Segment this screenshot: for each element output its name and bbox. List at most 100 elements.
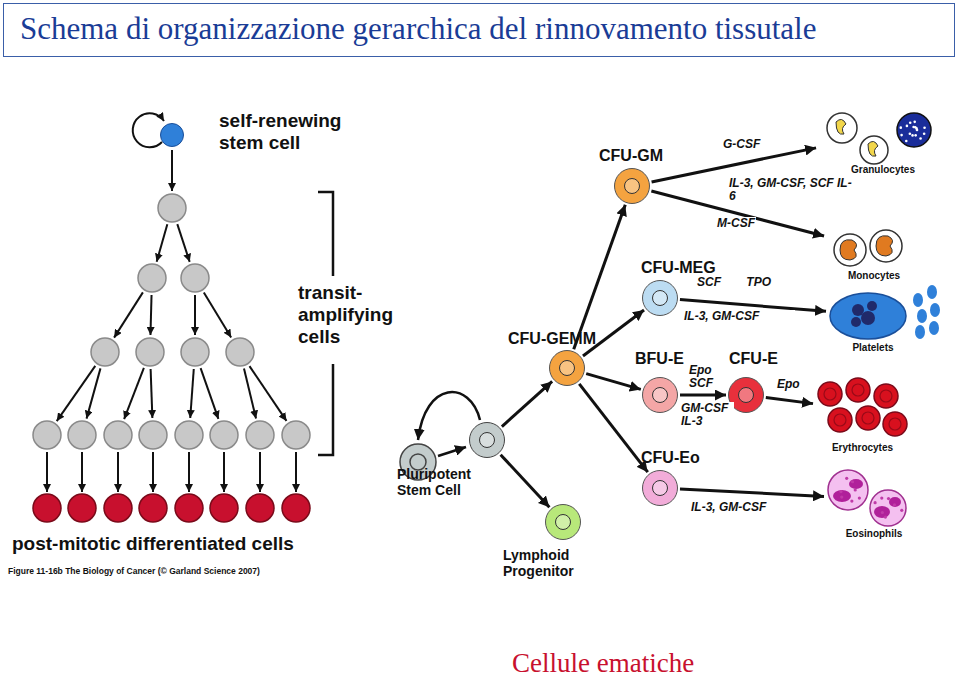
progenitor-cell: CFU-GM [614, 168, 650, 204]
granule [884, 515, 887, 518]
drawing-path [840, 240, 857, 260]
cell-nucleus [652, 480, 668, 496]
differentiated-cell [139, 494, 167, 522]
hierarchy-arrow [117, 452, 119, 492]
progenitor-cell: CFU-Eo [642, 470, 678, 506]
granule [887, 497, 890, 500]
hierarchy-arrow [204, 293, 231, 338]
erythrocyte-center [880, 390, 892, 402]
node-label: CFU-GM [599, 147, 689, 165]
self-renewal-arrow [133, 113, 164, 147]
cytokine-label: IL-3, GM-CSF [683, 310, 795, 323]
drawing-ellipse [874, 506, 890, 518]
hierarchy-arrow [114, 292, 143, 337]
cell-nucleus [738, 387, 754, 403]
hierarchy-arrow [87, 368, 101, 418]
blood-cell-group: Monocytes [826, 228, 922, 270]
erythrocyte [874, 384, 898, 408]
transit-cell [175, 421, 203, 449]
hierarchy-arrow [250, 366, 287, 421]
progenitor-cell: CFU-GEMM [549, 350, 585, 386]
transit-cell [33, 421, 61, 449]
transit-cell [158, 194, 186, 222]
transit-cell [104, 421, 132, 449]
tissue-hierarchy [33, 150, 310, 522]
differentiation-arrow [579, 384, 647, 472]
progenitor-cell: Lymphoid Progenitor [545, 504, 581, 540]
cytokine-label: Epo [776, 378, 801, 391]
cell-nucleus [479, 432, 495, 448]
transit-cell [210, 421, 238, 449]
cytokine-label: Epo SCF [688, 364, 722, 390]
hierarchy-arrow [244, 369, 256, 419]
cell-nucleus [555, 514, 571, 530]
cell-nucleus [652, 290, 668, 306]
hierarchy-arrow [151, 369, 153, 418]
hierarchy-arrow [152, 452, 154, 492]
drawing-path [438, 447, 466, 456]
granule [850, 499, 853, 502]
differentiation-arrow [766, 398, 813, 404]
node-label: BFU-E [635, 350, 695, 368]
drawing-ellipse [930, 303, 940, 317]
drawing-ellipse [833, 490, 851, 502]
drawing-ellipse [927, 285, 937, 299]
hierarchy-arrow [194, 295, 196, 335]
granule [919, 137, 922, 140]
blood-cell-group: Granulocytes [818, 106, 948, 162]
drawing-circle [834, 234, 866, 266]
hierarchy-arrow [223, 452, 225, 492]
drawing-ellipse [913, 293, 923, 307]
node-label: CFU-E [729, 350, 799, 368]
granule [909, 132, 912, 135]
drawing-path [318, 364, 333, 455]
transit-cell [226, 338, 254, 366]
node-label: CFU-MEG [641, 259, 741, 277]
cytokine-label: G-CSF [722, 138, 761, 151]
node-label: self-renewing stem cell [219, 110, 379, 154]
node-label: Eosinophils [826, 528, 922, 540]
cytokine-label: IL-3, GM-CSF, SCF IL-6 [728, 177, 855, 203]
drawing-ellipse [889, 497, 901, 507]
granule [854, 488, 857, 491]
node-label: Monocytes [826, 270, 922, 282]
drawing-circle [828, 470, 868, 510]
granule [912, 126, 915, 129]
erythrocyte-center [834, 414, 846, 426]
differentiated-cell [33, 494, 61, 522]
transit-cell [139, 421, 167, 449]
hierarchy-arrow [177, 224, 189, 262]
node-label: CFU-GEMM [508, 330, 618, 348]
erythrocyte-center [824, 388, 836, 400]
drawing-circle [851, 317, 861, 327]
drawing-circle [897, 113, 931, 147]
cytokine-label: IL-3, GM-CSF [690, 501, 767, 514]
drawing-g [839, 477, 903, 519]
drawing-g [900, 121, 926, 143]
granule [905, 140, 908, 143]
drawing-ellipse [915, 325, 925, 339]
hierarchy-arrow [81, 452, 83, 492]
megakaryocyte-platelets [830, 285, 940, 339]
erythrocyte-center [852, 384, 864, 396]
granule [874, 501, 877, 504]
hierarchy-arrow [295, 452, 297, 492]
transit-cell [68, 421, 96, 449]
hierarchy-arrow [171, 150, 173, 191]
hierarchy-arrow [46, 452, 48, 492]
granule [900, 134, 903, 137]
blood-cell-group: Platelets [828, 290, 942, 342]
erythrocyte-center [889, 418, 901, 430]
differentiated-cell [210, 494, 238, 522]
caption-text: Cellule ematiche [512, 648, 694, 679]
progenitor-cell: CFU-MEG [642, 280, 678, 316]
cytokine-label: M-CSF [716, 217, 756, 230]
differentiated-cell [175, 494, 203, 522]
cytokine-label: SCF TPO [696, 276, 772, 289]
stem-cell: self-renewing stem cell [160, 123, 184, 147]
erythrocyte [818, 382, 842, 406]
cytokine-label: GM-CSF IL-3 [680, 402, 734, 428]
drawing-ellipse [849, 479, 863, 489]
hierarchy-arrow [157, 224, 168, 261]
